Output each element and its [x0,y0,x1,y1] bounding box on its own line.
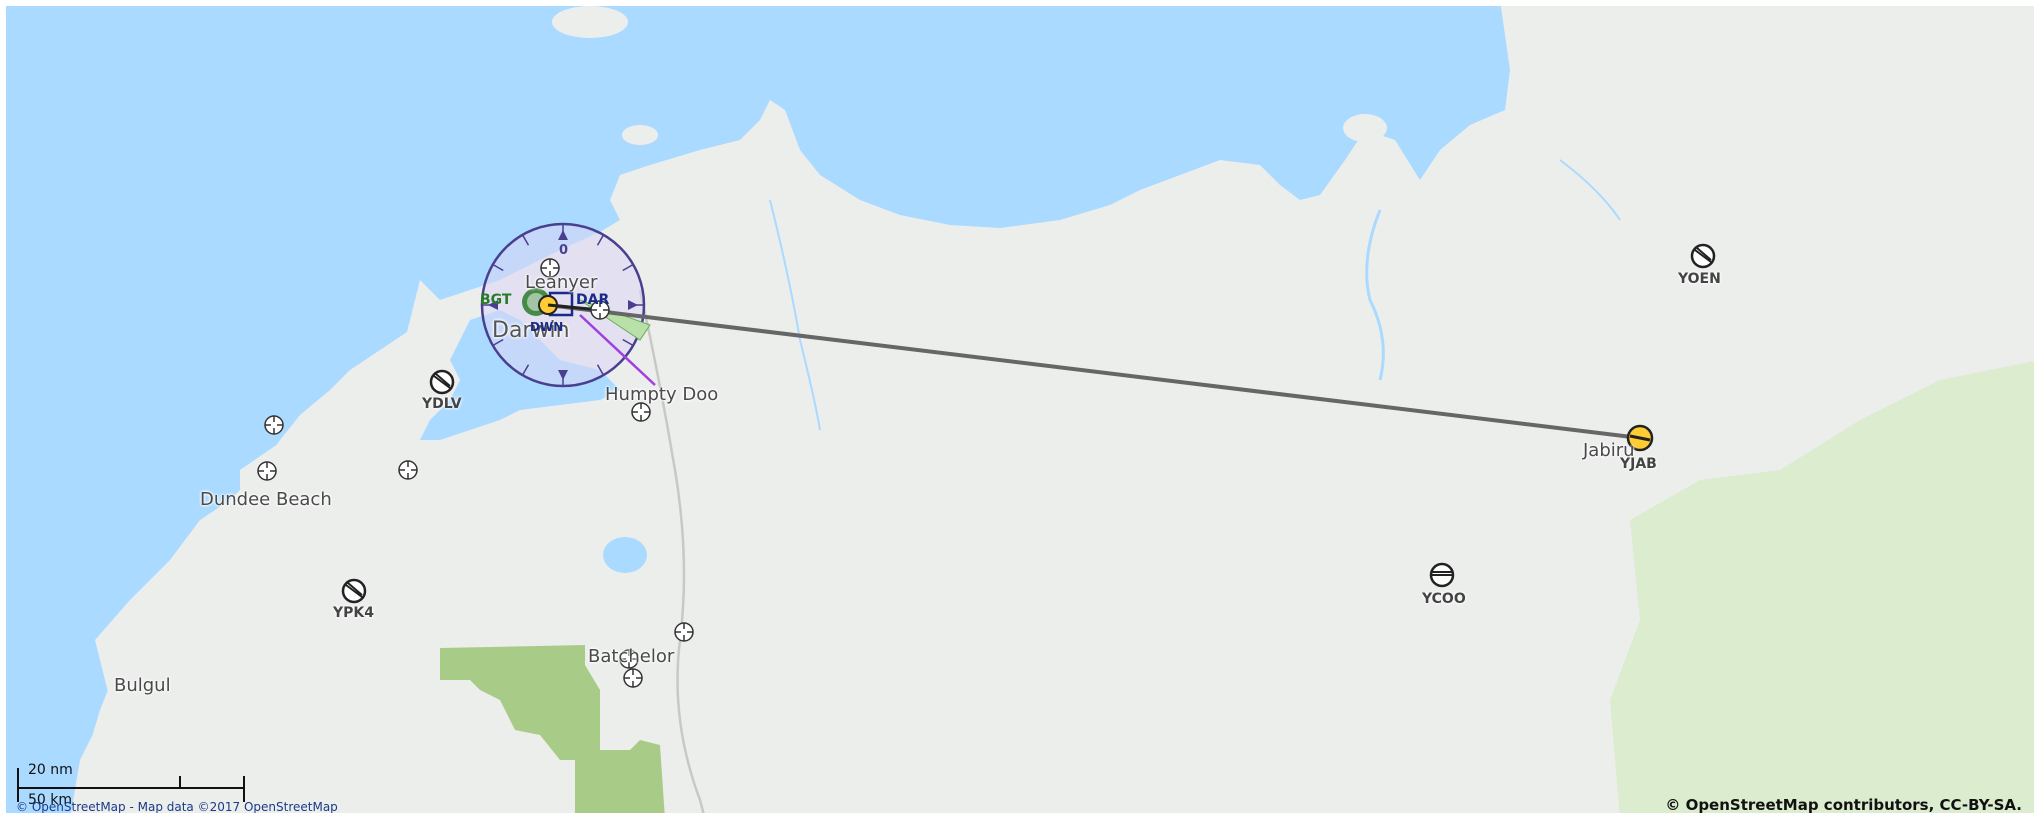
river [1559,159,1621,221]
reporting-point-icon[interactable] [397,459,419,481]
reporting-point-icon[interactable] [630,401,652,423]
river [769,199,821,431]
reporting-point-icon[interactable] [622,667,644,689]
compass-tick [521,234,530,246]
terrain-green [1610,360,2040,819]
reporting-point-icon[interactable] [539,257,561,279]
airfield-icon[interactable] [1428,561,1456,589]
place-label-bulgul: Bulgul [114,675,171,696]
reporting-point-icon[interactable] [589,299,611,321]
navaid-label-dar: DAR [576,292,610,308]
reporting-point-icon[interactable] [618,648,640,670]
airfield-code-ypk4: YPK4 [333,605,374,621]
place-label-humpty-doo: Humpty Doo [605,384,719,405]
airfield-icon[interactable] [1689,242,1717,270]
lake [603,537,647,573]
compass-tick [492,263,504,272]
scale-label-km: 50 km [28,792,73,808]
compass-tick [596,364,605,376]
airway-line [579,314,656,386]
airfield-code-yoen: YOEN [1678,271,1721,287]
scale-bar: 20 nm 50 km [14,762,254,810]
compass-tick [596,234,605,246]
place-label-leanyer: Leanyer [525,272,598,293]
land-area-southwest [80,280,440,819]
navaid-label-dwn: DWN [530,320,564,334]
compass-tick [521,364,530,376]
forest-area [440,645,665,819]
reporting-point-icon[interactable] [256,460,278,482]
reporting-point-icon[interactable] [263,414,285,436]
airfield-icon[interactable] [428,368,456,396]
compass-north-label: 0 [559,243,569,258]
island [552,6,628,38]
land-area [70,0,2040,819]
place-label-jabiru: Jabiru [1583,440,1635,461]
place-label-dundee-beach: Dundee Beach [200,489,332,510]
airfield-code-ycoo: YCOO [1422,591,1466,607]
airfield-icon[interactable] [340,577,368,605]
island [622,125,658,145]
map-attribution-left[interactable]: © OpenStreetMap - Map data ©2017 OpenStr… [16,800,338,814]
place-label-batchelor: Batchelor [588,646,675,667]
scale-label-nm: 20 nm [28,762,73,778]
reporting-point-icon[interactable] [673,621,695,643]
airfield-code-yjab: YJAB [1620,456,1657,472]
compass-tick [622,263,634,272]
flight-route-line[interactable] [547,303,1641,440]
island [1343,114,1387,142]
compass-tick [622,338,634,347]
compass-tick [492,338,504,347]
navaid-label-bgt: BGT [480,292,512,308]
airfield-code-ydlv: YDLV [422,396,462,412]
highway-road [638,289,707,820]
place-label-darwin: Darwin [492,318,570,343]
river [1365,209,1385,381]
map-attribution-right[interactable]: © OpenStreetMap contributors, CC-BY-SA. [1665,796,2022,814]
